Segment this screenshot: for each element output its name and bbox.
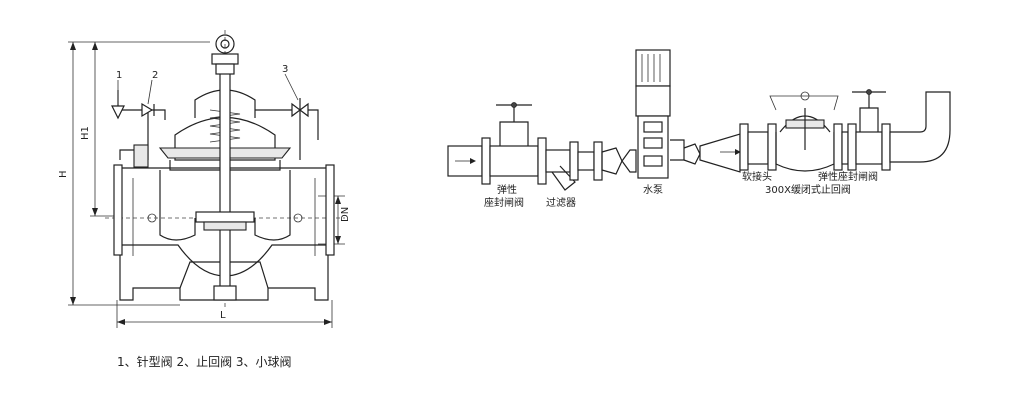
pump-motor bbox=[635, 49, 671, 87]
flex-joint-label: 软接头 bbox=[742, 170, 772, 183]
valve-disc bbox=[195, 211, 255, 223]
dim-dn-label: DN bbox=[340, 207, 351, 222]
check-valve-label: 300X缓闭式止回阀 bbox=[765, 183, 851, 196]
strainer bbox=[545, 141, 603, 191]
needle-valve-icon bbox=[111, 105, 125, 120]
outlet-elbow bbox=[889, 91, 951, 163]
dim-l-label: L bbox=[220, 310, 226, 321]
gate-valve-right bbox=[841, 89, 891, 171]
gate-valve-left-label-2: 座封闸阀 bbox=[484, 196, 524, 209]
check-valve-icon bbox=[141, 102, 154, 118]
callout-2: 2 bbox=[152, 70, 158, 81]
valve-bonnet bbox=[174, 117, 276, 161]
valve-body bbox=[119, 167, 329, 301]
installation-schematic: 弹性 座封闸阀 过滤器 水泵 软接头 300X缓闭式止回阀 弹性座封闸阀 bbox=[447, 49, 951, 209]
callout-3: 3 bbox=[282, 64, 288, 75]
gate-valve-left bbox=[481, 102, 547, 185]
water-pump bbox=[635, 49, 671, 179]
dim-h1-label: H1 bbox=[80, 126, 91, 140]
ball-valve-icon bbox=[291, 102, 301, 118]
gate-valve-left-label-1: 弹性 bbox=[497, 183, 517, 196]
lifting-eye bbox=[215, 34, 235, 54]
gate-valve-right-label: 弹性座封闸阀 bbox=[818, 170, 878, 183]
legend-caption: 1、针型阀 2、止回阀 3、小球阀 bbox=[117, 354, 292, 369]
pump-label: 水泵 bbox=[643, 184, 663, 196]
callout-1: 1 bbox=[116, 70, 122, 81]
check-valve-300x bbox=[767, 91, 843, 172]
valve-section-drawing: H H1 DN L bbox=[58, 30, 351, 328]
dim-h-label: H bbox=[58, 170, 69, 178]
strainer-label: 过滤器 bbox=[546, 196, 576, 209]
